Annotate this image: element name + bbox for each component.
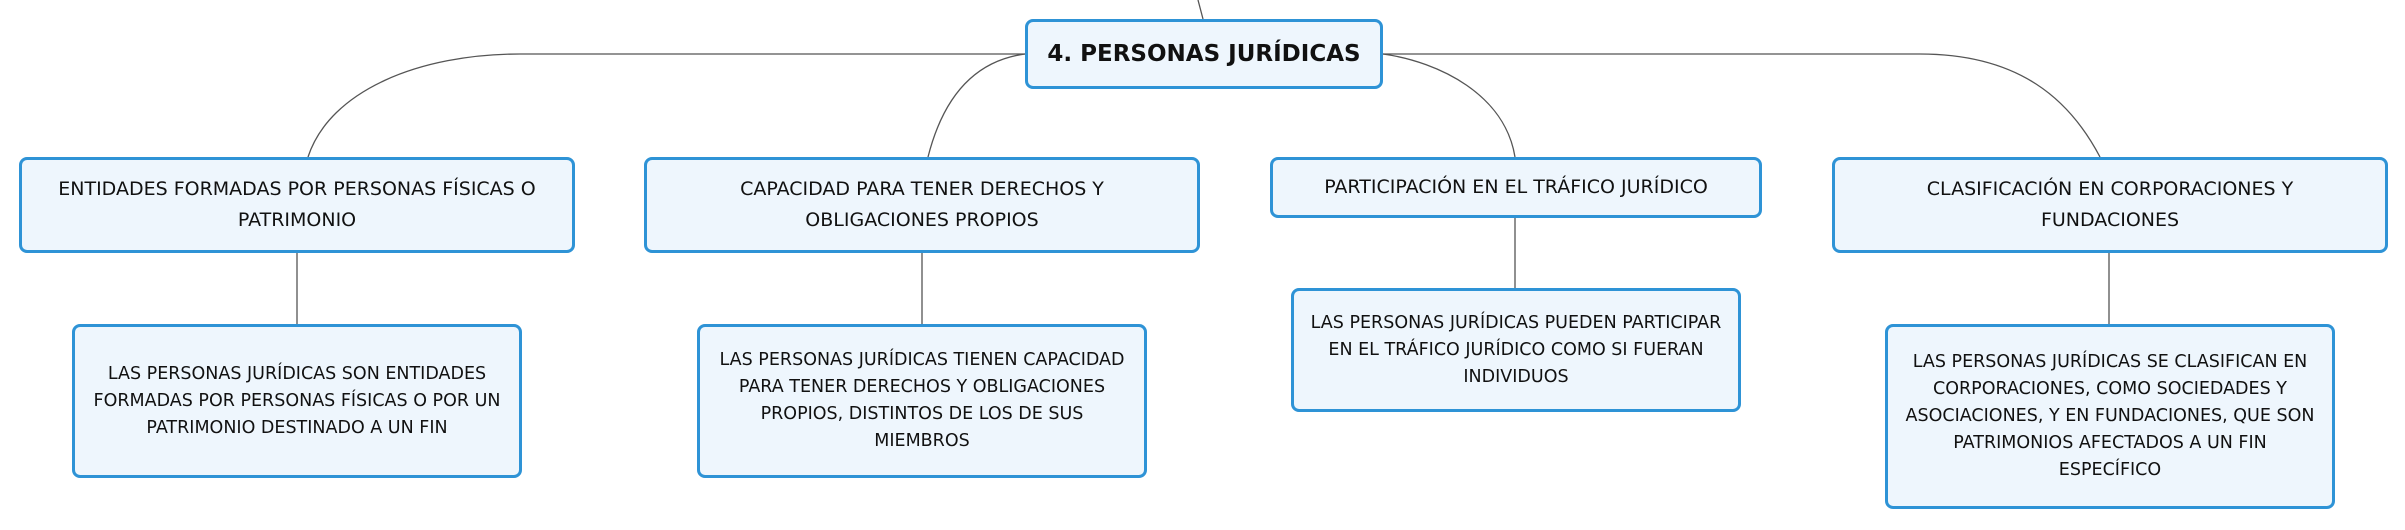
connector-root-branch-4 [1383, 53, 2101, 158]
branch-topic-2[interactable]: CAPACIDAD PARA TENER DERECHOS Y OBLIGACI… [644, 157, 1200, 253]
branch-topic-label: CLASIFICACIÓN EN CORPORACIONES Y FUNDACI… [1926, 178, 2294, 231]
connector-root-branch-3 [1382, 53, 1516, 158]
branch-detail-text: LAS PERSONAS JURÍDICAS TIENEN CAPACIDAD … [719, 350, 1125, 451]
branch-detail-3[interactable]: LAS PERSONAS JURÍDICAS PUEDEN PARTICIPAR… [1291, 288, 1741, 412]
branch-detail-text: LAS PERSONAS JURÍDICAS SE CLASIFICAN EN … [1905, 352, 2315, 480]
branch-detail-4[interactable]: LAS PERSONAS JURÍDICAS SE CLASIFICAN EN … [1885, 324, 2335, 509]
connector-line-top [1197, 0, 1204, 20]
root-label: 4. PERSONAS JURÍDICAS [1047, 41, 1361, 67]
connector-root-branch-1 [307, 53, 1025, 158]
branch-topic-label: PARTICIPACIÓN EN EL TRÁFICO JURÍDICO [1324, 176, 1708, 198]
branch-detail-1[interactable]: LAS PERSONAS JURÍDICAS SON ENTIDADES FOR… [72, 324, 522, 478]
branch-topic-label: CAPACIDAD PARA TENER DERECHOS Y OBLIGACI… [740, 178, 1104, 231]
branch-topic-label: ENTIDADES FORMADAS POR PERSONAS FÍSICAS … [58, 178, 536, 231]
branch-topic-1[interactable]: ENTIDADES FORMADAS POR PERSONAS FÍSICAS … [19, 157, 575, 253]
branch-topic-4[interactable]: CLASIFICACIÓN EN CORPORACIONES Y FUNDACI… [1832, 157, 2388, 253]
branch-detail-text: LAS PERSONAS JURÍDICAS SON ENTIDADES FOR… [93, 363, 501, 438]
branch-topic-3[interactable]: PARTICIPACIÓN EN EL TRÁFICO JURÍDICO [1270, 157, 1762, 218]
branch-detail-2[interactable]: LAS PERSONAS JURÍDICAS TIENEN CAPACIDAD … [697, 324, 1147, 478]
connector-root-branch-2 [927, 53, 1026, 158]
root-node[interactable]: 4. PERSONAS JURÍDICAS [1025, 19, 1383, 89]
branch-detail-text: LAS PERSONAS JURÍDICAS PUEDEN PARTICIPAR… [1310, 312, 1722, 387]
